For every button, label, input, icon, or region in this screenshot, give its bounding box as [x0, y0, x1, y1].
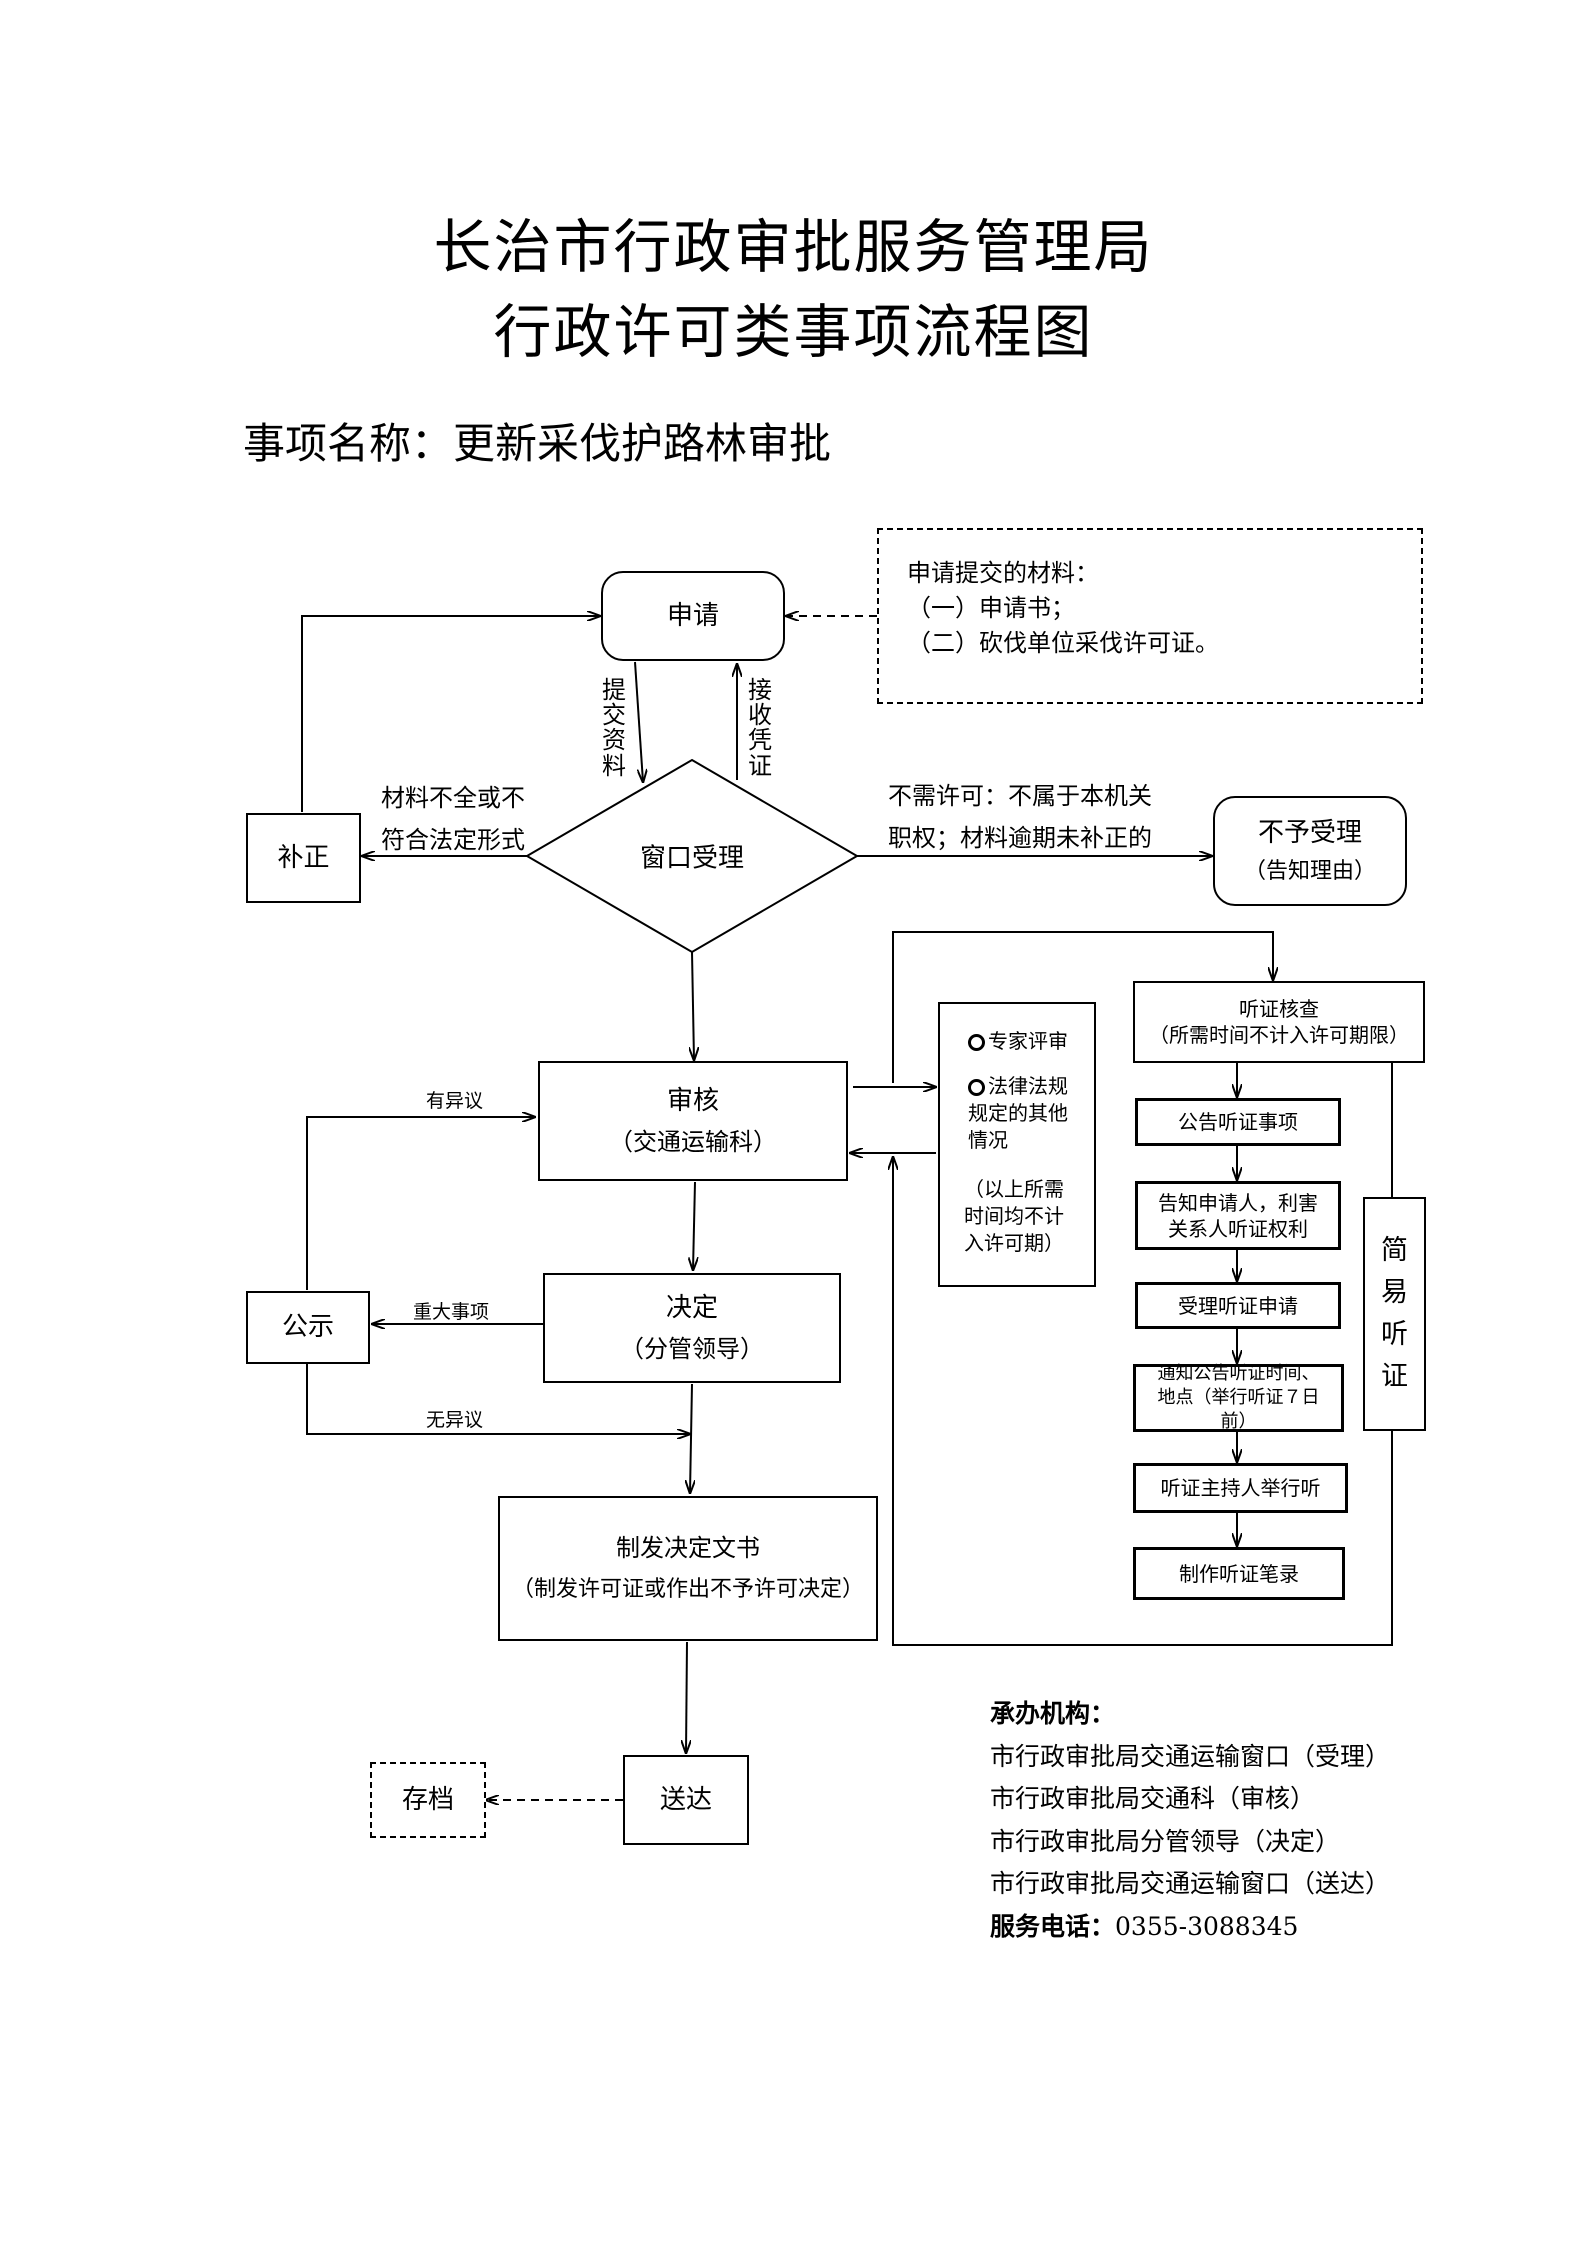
issue-node: 制发决定文书 （制发许可证或作出不予许可决定） [498, 1496, 878, 1641]
hearing-step-2: 告知申请人，利害关系人听证权利 [1135, 1181, 1341, 1250]
hearing-step-4-label: 通知公告听证时间、地点（举行听证７日前） [1157, 1362, 1320, 1433]
arrow-no-objection [306, 1364, 690, 1434]
publicity-node: 公示 [246, 1291, 370, 1364]
materials-item-1: （一）申请书； [907, 593, 1075, 622]
major-matter-label: 重大事项 [413, 1301, 490, 1323]
archive-node: 存档 [370, 1762, 486, 1838]
hearing-step-2-label: 告知申请人，利害关系人听证权利 [1158, 1190, 1318, 1241]
materials-item-2: （二）砍伐单位采伐许可证。 [907, 628, 1219, 657]
phone-label: 服务电话： [990, 1911, 1116, 1941]
materials-heading: 申请提交的材料： [907, 559, 1099, 587]
archive-label: 存档 [401, 1784, 454, 1815]
org-line-3: 市行政审批局分管领导（决定） [990, 1826, 1341, 1856]
expert-note: （以上所需时间均不计入许可期） [964, 1177, 1064, 1255]
expert-review-box: 专家评审 法律法规规定的其他情况 （以上所需时间均不计入许可期） [938, 1002, 1096, 1287]
apply-label: 申请 [666, 600, 719, 631]
hearing-step-5-label: 听证主持人举行听 [1160, 1476, 1321, 1500]
decision-sub-label: （分管领导） [620, 1334, 764, 1363]
item-name-value: 更新采伐护路林审批 [453, 419, 832, 468]
no-objection-label: 无异议 [426, 1409, 484, 1431]
incomplete-label-1: 材料不全或不 [381, 784, 525, 812]
arrow-to-decision [693, 1181, 695, 1270]
arrow-to-issue [690, 1383, 692, 1493]
org-heading: 承办机构： [990, 1699, 1116, 1728]
review-sub-label: （交通运输科） [609, 1127, 777, 1156]
org-line-2: 市行政审批局交通科（审核） [990, 1784, 1316, 1813]
hearing-check-label: 听证核查 [1239, 997, 1319, 1021]
window-label: 窗口受理 [639, 843, 745, 874]
hearing-step-3-label: 受理听证申请 [1178, 1293, 1298, 1318]
materials-box: 申请提交的材料： （一）申请书； （二）砍伐单位采伐许可证。 [877, 528, 1423, 704]
expert-item-1: 专家评审 [968, 1028, 1068, 1055]
issue-sub-label: （制发许可证或作出不予许可决定） [511, 1577, 864, 1603]
expert-item-2: 法律法规规定的其他情况 [968, 1073, 1078, 1154]
hearing-check-node: 听证核查 （所需时间不计入许可期限） [1133, 981, 1425, 1063]
correction-node: 补正 [246, 813, 361, 903]
arrow-objection [306, 1117, 535, 1290]
hearing-step-5: 听证主持人举行听 [1133, 1463, 1348, 1513]
issue-label: 制发决定文书 [616, 1534, 760, 1563]
organization-info: 承办机构： 市行政审批局交通运输窗口（受理） 市行政审批局交通科（审核） 市行政… [990, 1693, 1390, 1948]
hearing-step-6-label: 制作听证笔录 [1179, 1561, 1299, 1586]
reject-label: 不予受理 [1257, 817, 1362, 848]
arrow-to-review [692, 951, 694, 1060]
incomplete-label-2: 符合法定形式 [381, 826, 525, 854]
phone-number: 0355-3088345 [1115, 1911, 1299, 1941]
publicity-label: 公示 [281, 1312, 334, 1342]
org-line-1: 市行政审批局交通运输窗口（受理） [990, 1741, 1391, 1771]
apply-node: 申请 [601, 571, 785, 661]
simple-hearing-label: 简易听证 [1381, 1235, 1408, 1392]
decision-label: 决定 [665, 1292, 718, 1323]
org-line-4: 市行政审批局交通运输窗口（送达） [990, 1869, 1391, 1898]
deliver-label: 送达 [659, 1784, 712, 1815]
simple-hearing-node: 简易听证 [1363, 1197, 1426, 1431]
hearing-step-1: 公告听证事项 [1135, 1098, 1341, 1146]
review-label: 审核 [666, 1085, 719, 1116]
arrow-to-deliver [686, 1641, 687, 1753]
receive-label: 接收凭证 [748, 676, 772, 780]
service-phone: 服务电话：0355-3088345 [990, 1906, 1390, 1949]
review-node: 审核 （交通运输科） [538, 1061, 848, 1181]
deliver-node: 送达 [623, 1755, 749, 1845]
arrow-correction-loop [301, 616, 600, 812]
page-title-line1: 长治市行政审批服务管理局 [433, 213, 1154, 281]
window-diamond-shape [525, 758, 859, 954]
arrow-to-hearing [892, 931, 1273, 1083]
objection-label: 有异议 [426, 1090, 484, 1112]
hearing-step-3: 受理听证申请 [1135, 1282, 1341, 1329]
arrow-submit [634, 661, 643, 782]
item-name-label: 事项名称： [243, 419, 454, 468]
expert-item-2-label: 法律法规规定的其他情况 [968, 1074, 1068, 1152]
submit-label: 提交资料 [602, 676, 626, 780]
no-need-label-1: 不需许可：不属于本机关 [888, 782, 1152, 810]
correction-label: 补正 [277, 842, 330, 873]
ring-bullet-icon [968, 1034, 985, 1051]
no-need-label-2: 职权；材料逾期未补正的 [888, 824, 1152, 852]
item-name: 事项名称：更新采伐护路林审批 [243, 410, 831, 471]
hearing-check-sub-label: （所需时间不计入许可期限） [1149, 1023, 1409, 1047]
hearing-step-6: 制作听证笔录 [1133, 1547, 1345, 1600]
reject-sub-label: （告知理由） [1243, 859, 1376, 885]
page-title-line2: 行政许可类事项流程图 [493, 298, 1094, 366]
decision-node: 决定 （分管领导） [543, 1273, 841, 1383]
hearing-step-1-label: 公告听证事项 [1178, 1110, 1298, 1134]
reject-node: 不予受理 （告知理由） [1213, 796, 1407, 906]
ring-bullet-icon [968, 1079, 985, 1096]
expert-item-1-label: 专家评审 [988, 1029, 1068, 1053]
hearing-step-4: 通知公告听证时间、地点（举行听证７日前） [1133, 1362, 1344, 1433]
